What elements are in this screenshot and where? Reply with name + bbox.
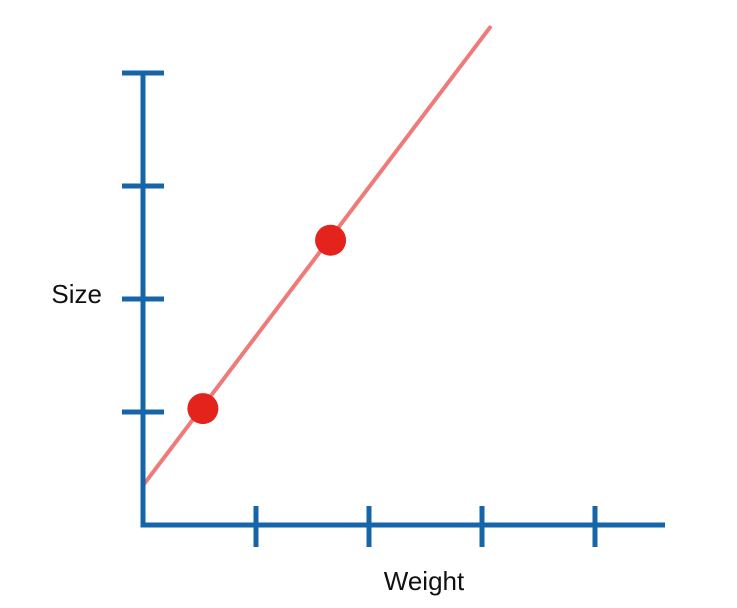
y-ticks bbox=[122, 70, 164, 415]
x-ticks bbox=[253, 506, 598, 547]
axes bbox=[122, 70, 665, 547]
x-axis-label: Weight bbox=[384, 566, 465, 596]
data-points bbox=[187, 224, 347, 425]
y-axis-label: Size bbox=[51, 279, 102, 309]
data-point bbox=[187, 393, 219, 425]
data-point bbox=[315, 224, 347, 256]
